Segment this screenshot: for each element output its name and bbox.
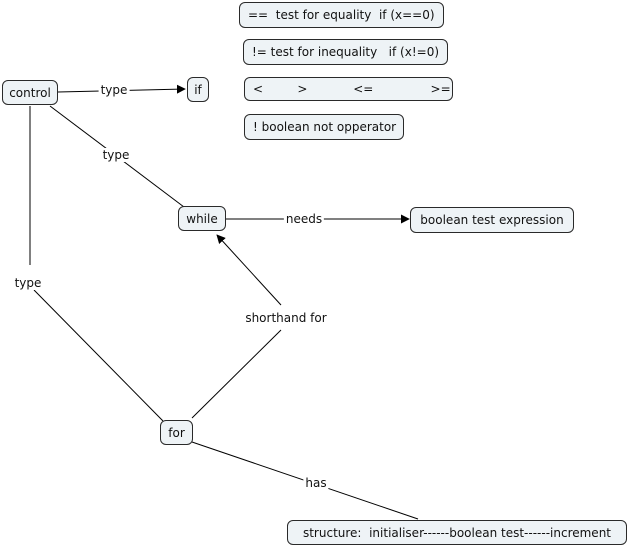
node-while[interactable]: while: [178, 206, 226, 231]
node-boolean-test-expression[interactable]: boolean test expression: [410, 207, 574, 233]
connector-control-for-lower: [33, 289, 164, 422]
link-label-while-needs: needs: [283, 212, 325, 226]
node-not-operator[interactable]: ! boolean not opperator: [244, 114, 404, 140]
node-structure[interactable]: structure: initialiser------boolean test…: [287, 520, 627, 545]
connector-for-while-upper: [216, 234, 282, 306]
node-inequality[interactable]: != test for inequality if (x!=0): [243, 39, 448, 65]
link-label-control-if: type: [98, 83, 130, 97]
node-control[interactable]: control: [2, 80, 58, 105]
link-label-for-structure: has: [303, 476, 329, 490]
connector-for-while-path: [191, 329, 282, 419]
node-comparison[interactable]: < > <= >=: [244, 77, 453, 101]
node-if[interactable]: if: [187, 77, 209, 102]
link-label-control-for: type: [12, 276, 44, 290]
node-for[interactable]: for: [160, 420, 193, 445]
node-equality[interactable]: == test for equality if (x==0): [239, 2, 444, 28]
link-label-control-while: type: [100, 148, 132, 162]
link-label-for-while: shorthand for: [243, 311, 329, 325]
connector-for-while: [192, 236, 218, 418]
